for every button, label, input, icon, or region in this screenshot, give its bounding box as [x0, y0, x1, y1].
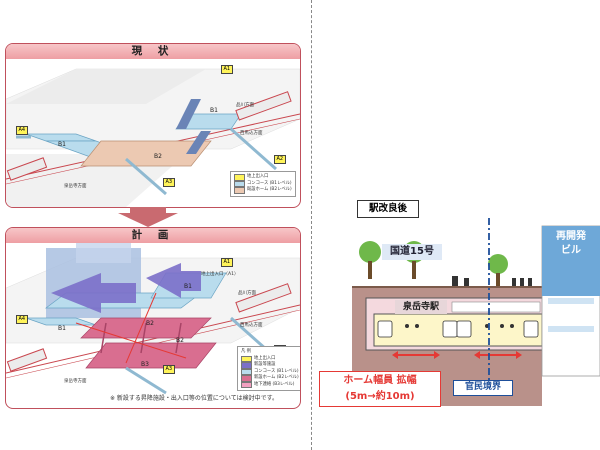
plan-b2a-label: B2: [146, 320, 154, 327]
legend-label: 新設ホーム (B2レベル): [254, 375, 299, 380]
plan-b2b-label: B2: [176, 337, 184, 344]
legend-label: 地上出入口: [247, 174, 269, 179]
legend-label: コンコース (B1レベル): [254, 368, 299, 374]
redevelopment-line-2: ビル: [561, 245, 581, 256]
current-exit-a1: A1: [221, 65, 233, 74]
callout-line-1: ホーム幅員 拡幅: [343, 375, 417, 386]
plan-future-access-label: 地上出入口（A1）: [201, 272, 239, 277]
redevelopment-building-label: 再開発 ビル: [542, 226, 600, 296]
plan-legend: 凡 例 地上出入口 新設等施設 コンコース (B1レベル) 新設ホーム (B2レ…: [237, 346, 300, 391]
plan-exit-a4: A4: [16, 315, 28, 324]
road-label: 国道15号: [382, 244, 442, 260]
plan-exit-a1: A1: [221, 258, 233, 267]
column-divider: [311, 0, 312, 450]
current-sengakuji-label: 泉岳寺方面: [64, 184, 87, 189]
current-exit-a4: A4: [16, 126, 28, 135]
legend-swatch: [241, 381, 252, 388]
plan-shinagawa-label: 品川方面: [238, 291, 256, 296]
plan-note: ※ 新設する昇降施設・出入口等の位置については検討中です。: [110, 395, 279, 402]
legend-label: 既設ホーム (B2レベル): [247, 187, 292, 192]
legend-swatch: [241, 375, 252, 382]
current-legend: 地上出入口 コンコース (B1レベル) 既設ホーム (B2レベル): [230, 171, 296, 197]
plan-panel: 計 画 B1 B1 B2 B2 B3 地上出入口（A1） 品川方面 西馬込方: [5, 227, 301, 409]
legend-item: 地上出入口: [234, 174, 292, 181]
plan-station-diagram: [6, 243, 300, 395]
plan-sengakuji-label: 泉岳寺方面: [64, 379, 87, 384]
legend-item: 地上出入口: [241, 355, 299, 362]
legend-item: 既設ホーム (B2レベル): [234, 187, 292, 194]
station-name-label: 泉岳寺駅: [395, 300, 447, 314]
current-b1-left-label: B1: [58, 141, 66, 148]
legend-swatch: [241, 368, 252, 375]
current-shinagawa-label: 品川方面: [236, 103, 254, 108]
legend-swatch: [241, 355, 252, 362]
legend-label: 新設等施設: [254, 362, 276, 367]
legend-title: 凡 例: [241, 349, 251, 354]
legend-label: 地上出入口: [254, 355, 276, 361]
plan-nishi-label: 西馬込方面: [240, 323, 263, 328]
redevelopment-line-1: 再開発: [556, 231, 586, 242]
legend-swatch: [234, 187, 245, 194]
public-private-boundary-label: 官民境界: [453, 380, 513, 396]
legend-label: 地下連絡 (B3レベル): [254, 381, 295, 387]
plan-b1-right-label: B1: [184, 283, 192, 290]
current-exit-a2: A2: [274, 155, 286, 164]
legend-item: コンコース (B1レベル): [241, 368, 299, 375]
legend-item: 地下連絡 (B3レベル): [241, 381, 299, 388]
legend-swatch: [241, 362, 252, 369]
legend-swatch: [234, 180, 245, 187]
callout-line-2: (5m→約10m): [345, 391, 415, 402]
legend-item: コンコース (B1レベル): [234, 180, 292, 187]
current-b1-right-label: B1: [210, 107, 218, 114]
legend-item: 新設等施設: [241, 362, 299, 369]
current-station-diagram: [6, 68, 300, 207]
plan-b1-left-label: B1: [58, 325, 66, 332]
legend-swatch: [234, 174, 245, 181]
platform-widening-callout: ホーム幅員 拡幅 (5m→約10m): [319, 371, 441, 407]
transition-arrow-icon: [118, 207, 178, 227]
current-panel-header: 現 状: [6, 44, 300, 59]
current-panel: 現 状 B1 B1 B2 品川方面 西馬込方面 泉岳寺方面 A1 A2 A3 A…: [5, 43, 301, 208]
right-section-title: 駅改良後: [357, 200, 419, 218]
current-nishi-label: 西馬込方面: [240, 131, 263, 136]
plan-exit-a3: A3: [163, 365, 175, 374]
legend-label: コンコース (B1レベル): [247, 180, 292, 186]
plan-panel-header: 計 画: [6, 228, 300, 243]
current-exit-a3: A3: [163, 178, 175, 187]
legend-item: 新設ホーム (B2レベル): [241, 375, 299, 382]
current-b2-label: B2: [154, 153, 162, 160]
plan-b3-label: B3: [141, 361, 149, 368]
